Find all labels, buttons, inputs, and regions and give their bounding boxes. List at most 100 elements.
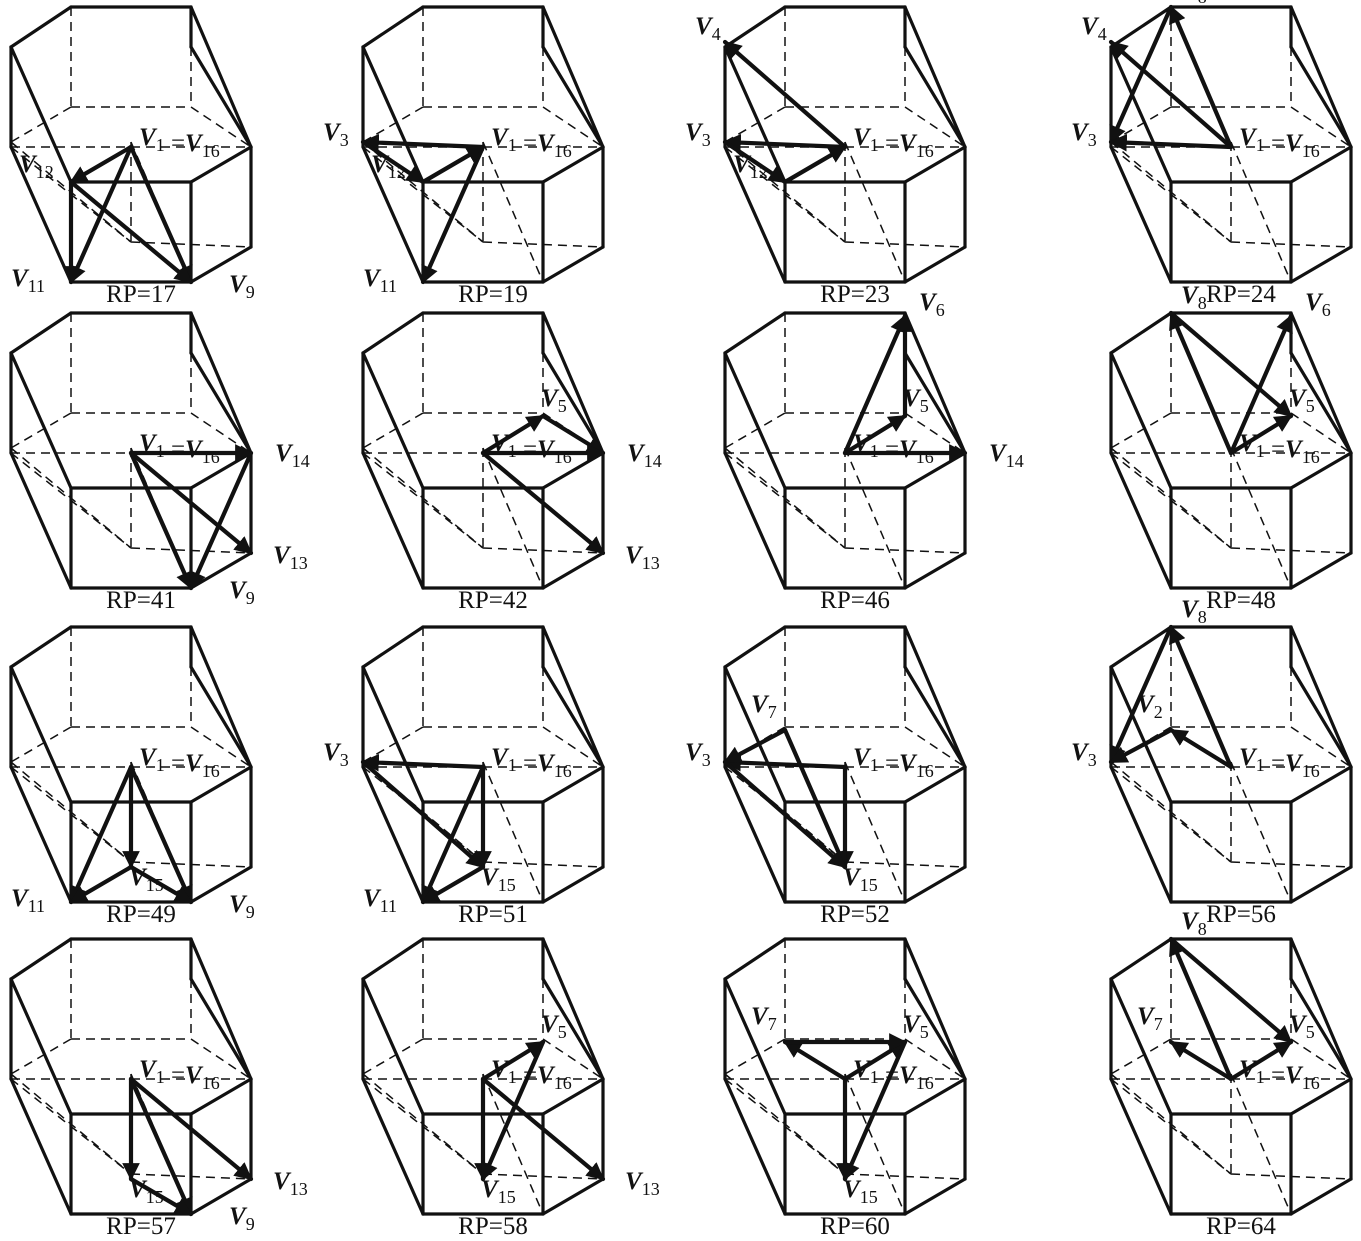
- vector-set: [62, 144, 194, 285]
- vector-set: [122, 1076, 254, 1217]
- vector-c-to-br2: [480, 450, 606, 556]
- vector-set: [782, 1033, 908, 1182]
- vertex-label-c: V1 =V16: [139, 1056, 220, 1093]
- vector-m-to-bl: [68, 864, 134, 905]
- vertex-label-topl: V4: [695, 13, 721, 44]
- panel-caption: RP=49: [106, 901, 176, 928]
- vertex-label-c: V1 =V16: [1239, 1056, 1320, 1093]
- vector-c-to-br2: [480, 1076, 606, 1182]
- vertex-label-m: V15: [843, 1176, 878, 1207]
- vector-ul-to-tl: [722, 727, 788, 765]
- vertex-label-br2: V13: [273, 1168, 308, 1199]
- panel-caption: RP=48: [1206, 587, 1276, 614]
- vector-c-to-tr: [842, 313, 908, 456]
- vertex-label-tl: V3: [1071, 739, 1097, 770]
- vector-m-to-bl: [420, 864, 486, 905]
- vertex-label-bl: V11: [11, 885, 45, 916]
- vector-c-to-ur: [480, 1039, 546, 1082]
- prism-outline: [9, 625, 253, 904]
- vector-set: [722, 727, 854, 870]
- vector-c-to-br: [128, 1076, 194, 1217]
- vertex-label-br: V9: [229, 577, 255, 608]
- vector-c-to-tl: [1108, 133, 1234, 152]
- vertex-label-c: V1 =V16: [853, 430, 934, 467]
- vertex-label-br: V9: [229, 1203, 255, 1234]
- panel-caption: RP=64: [1206, 1213, 1276, 1240]
- vertex-label-m: V15: [481, 864, 516, 895]
- vector-set: [360, 133, 486, 285]
- vector-m-to-br: [128, 864, 194, 905]
- panel-caption: RP=60: [820, 1213, 890, 1240]
- vector-c-to-br2: [128, 1076, 254, 1182]
- vertex-label-c: V1 =V16: [139, 124, 220, 161]
- vector-set: [128, 444, 254, 591]
- vertex-label-r: V14: [989, 440, 1024, 471]
- vector-c-to-top: [1168, 310, 1234, 456]
- panel-rp-24: V1 =V16V4V8V3RP=24: [1071, 0, 1353, 308]
- prism-outline: [1109, 937, 1353, 1216]
- vector-c-to-ul: [1168, 1039, 1234, 1082]
- vector-c-to-tl: [722, 753, 848, 772]
- vector-c-to-bl: [68, 144, 134, 285]
- panel-caption: RP=42: [458, 587, 528, 614]
- vector-c-to-ur: [480, 413, 546, 456]
- vector-set: [68, 764, 194, 905]
- vector-ur-to-m: [842, 1039, 908, 1182]
- vertex-label-br: V9: [229, 891, 255, 922]
- vertex-label-c: V1 =V16: [139, 744, 220, 781]
- vector-c-to-tl: [360, 133, 486, 152]
- prism-outline: [9, 5, 253, 284]
- vertex-label-bl: V11: [11, 265, 45, 296]
- vector-c-to-top: [1168, 936, 1234, 1082]
- panel-caption: RP=46: [820, 587, 890, 614]
- vertex-label-tl: V3: [323, 739, 349, 770]
- vertex-label-tl: V3: [323, 119, 349, 150]
- vertex-label-c: V1 =V16: [1239, 430, 1320, 467]
- vector-ul-to-tl: [1108, 727, 1174, 765]
- vertex-label-top: V8: [1181, 908, 1207, 939]
- vertex-label-c: V1 =V16: [853, 744, 934, 781]
- vector-set: [1168, 310, 1294, 456]
- panel-caption: RP=17: [106, 281, 176, 308]
- vertex-label-c: V1 =V16: [491, 430, 572, 467]
- prism-outline: [723, 625, 967, 904]
- panel-caption: RP=23: [820, 281, 890, 308]
- vector-c-to-topl: [722, 39, 848, 150]
- panel-caption: RP=24: [1206, 281, 1276, 308]
- vector-l-to-c: [782, 144, 848, 185]
- panel-caption: RP=41: [106, 587, 176, 614]
- vector-set: [360, 753, 492, 905]
- vertex-label-ur: V5: [1289, 1011, 1315, 1042]
- vector-c-to-top: [1168, 624, 1234, 770]
- vector-set: [480, 413, 606, 556]
- vector-tl-to-m: [360, 759, 486, 870]
- panel-caption: RP=52: [820, 901, 890, 928]
- vertex-label-c: V1 =V16: [491, 1056, 572, 1093]
- vertex-label-br2: V13: [625, 1168, 660, 1199]
- vertex-label-r: V14: [275, 440, 310, 471]
- vertex-label-tl: V3: [685, 119, 711, 150]
- vector-set: [474, 1039, 606, 1182]
- vector-set: [1108, 624, 1234, 770]
- vertex-label-l: V12: [733, 151, 768, 182]
- vertex-label-c: V1 =V16: [139, 430, 220, 467]
- vertex-label-r: V14: [627, 440, 662, 471]
- vector-set: [842, 313, 968, 462]
- vertex-label-topl: V4: [1081, 13, 1107, 44]
- panel-caption: RP=51: [458, 901, 528, 928]
- vertex-label-tr: V6: [919, 289, 945, 320]
